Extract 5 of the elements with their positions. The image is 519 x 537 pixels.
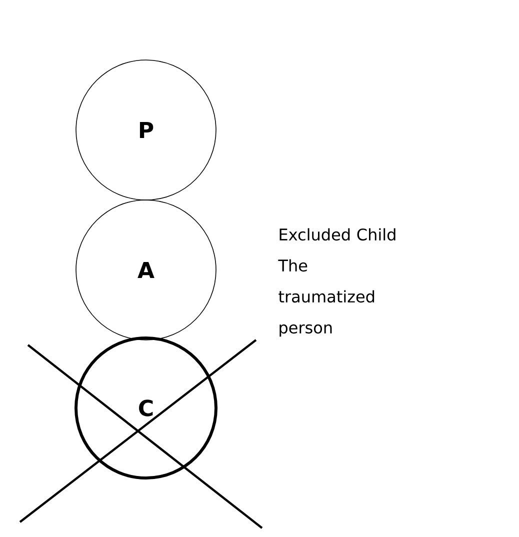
note-text: The traumatized person — [278, 259, 374, 337]
note-text: Excluded Child — [280, 228, 396, 241]
circle-node: P — [76, 60, 216, 200]
circle-node: A — [76, 200, 216, 340]
circle-node: C — [74, 336, 218, 480]
